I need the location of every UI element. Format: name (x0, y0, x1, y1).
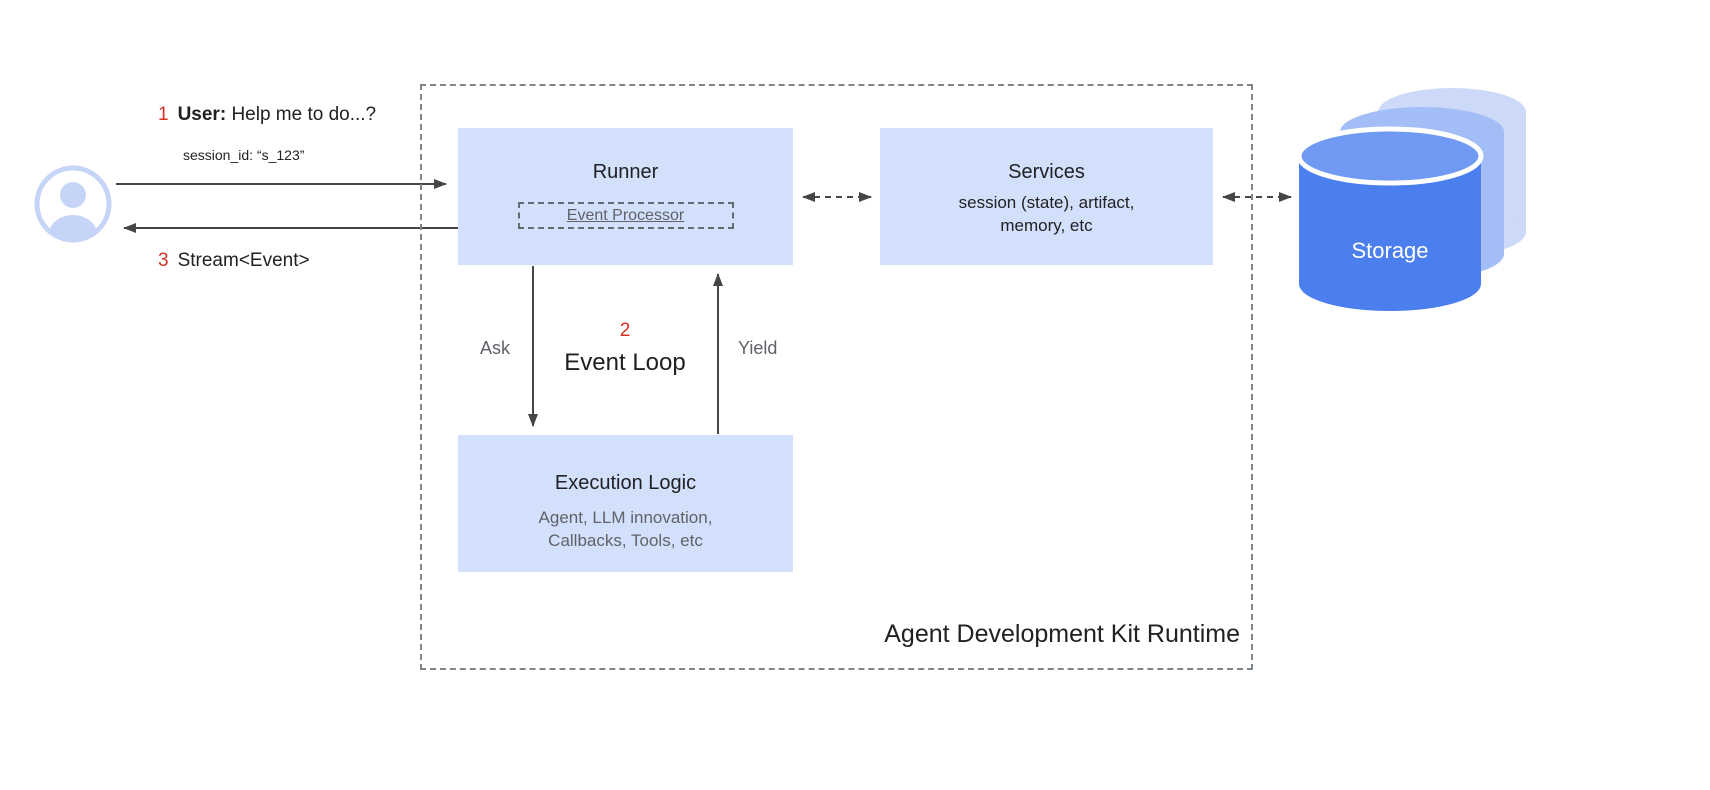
session-id-label: session_id: “s_123” (183, 147, 305, 163)
services-box: Services session (state), artifact, memo… (880, 128, 1213, 265)
avatar-shoulders (49, 215, 97, 240)
storage-label: Storage (1351, 238, 1428, 263)
yield-label: Yield (738, 338, 778, 358)
step-number-1: 1 (158, 104, 169, 125)
user-avatar-icon (34, 165, 112, 243)
execution-logic-title: Execution Logic (554, 472, 697, 494)
event-loop-title: Event Loop (564, 349, 686, 376)
runner-box: Runner Event Processor (458, 128, 793, 265)
user-request-bold: User: (177, 104, 227, 125)
services-title: Services (1008, 161, 1085, 183)
ask-label: Ask (479, 338, 510, 358)
stream-event-label: 3 Stream<Event> (158, 250, 310, 272)
execution-logic-subtitle: Agent, LLM innovation, Callbacks, Tools,… (458, 506, 793, 552)
step-number-3: 3 (158, 250, 169, 271)
storage-cylinder-icon: Storage (1296, 88, 1526, 311)
avatar-head (60, 182, 86, 208)
event-processor-box: Event Processor (517, 202, 734, 229)
runtime-title: Agent Development Kit Runtime (884, 620, 1240, 648)
user-request-label: 1 User: Help me to do...? (158, 104, 376, 126)
adk-runtime-boundary (420, 84, 1253, 670)
storage-cylinder-front (1296, 126, 1484, 311)
user-request-text: Help me to do...? (231, 104, 377, 125)
runner-title: Runner (592, 161, 659, 183)
event-processor-label: Event Processor (566, 206, 685, 224)
step-number-2: 2 (619, 320, 631, 341)
event-loop-label-group: 2 Event Loop (525, 320, 725, 377)
services-subtitle-line1: session (state), artifact, (958, 193, 1135, 212)
execution-logic-subtitle-line1: Agent, LLM innovation, (538, 508, 713, 527)
execution-logic-box: Execution Logic Agent, LLM innovation, C… (458, 435, 793, 572)
services-subtitle: session (state), artifact, memory, etc (880, 191, 1213, 237)
stream-event-text: Stream<Event> (177, 250, 310, 271)
execution-logic-subtitle-line2: Callbacks, Tools, etc (548, 531, 703, 550)
services-subtitle-line2: memory, etc (1000, 216, 1093, 235)
